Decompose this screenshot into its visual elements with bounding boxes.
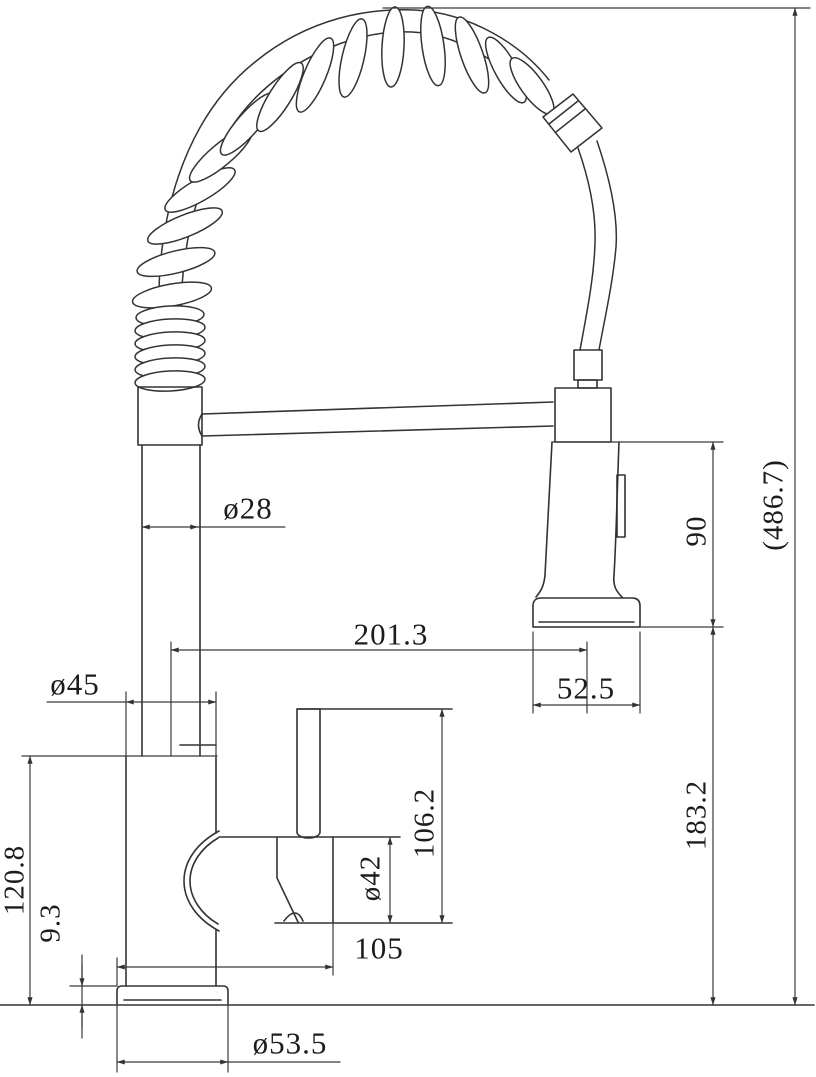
spring-end-ferrule xyxy=(542,93,603,153)
dim-label-spout-reach: 201.3 xyxy=(353,616,429,652)
faucet-body xyxy=(0,349,815,1006)
dim-label-handle-body-diameter: ø42 xyxy=(354,854,387,902)
dim-label-handle-reach: 105 xyxy=(354,930,404,966)
dim-label-base-diameter: ø45 xyxy=(50,666,100,702)
dim-label-overall-height: (486.7) xyxy=(757,459,790,551)
dim-label-sprayer-clearance-height: 183.2 xyxy=(680,779,713,851)
dimension-lines xyxy=(21,7,811,1073)
dim-label-sprayer-head-height: 90 xyxy=(680,515,713,547)
dim-label-sprayer-cap-width: 52.5 xyxy=(556,670,616,706)
dim-label-flange-height: 9.3 xyxy=(34,903,67,943)
dim-label-base-height: 120.8 xyxy=(0,844,31,916)
dim-label-spout-tube-diameter: ø28 xyxy=(223,490,273,526)
dim-label-flange-diameter: ø53.5 xyxy=(252,1025,328,1061)
spring-spout xyxy=(131,5,618,392)
dim-label-handle-lever-height: 106.2 xyxy=(408,787,441,859)
